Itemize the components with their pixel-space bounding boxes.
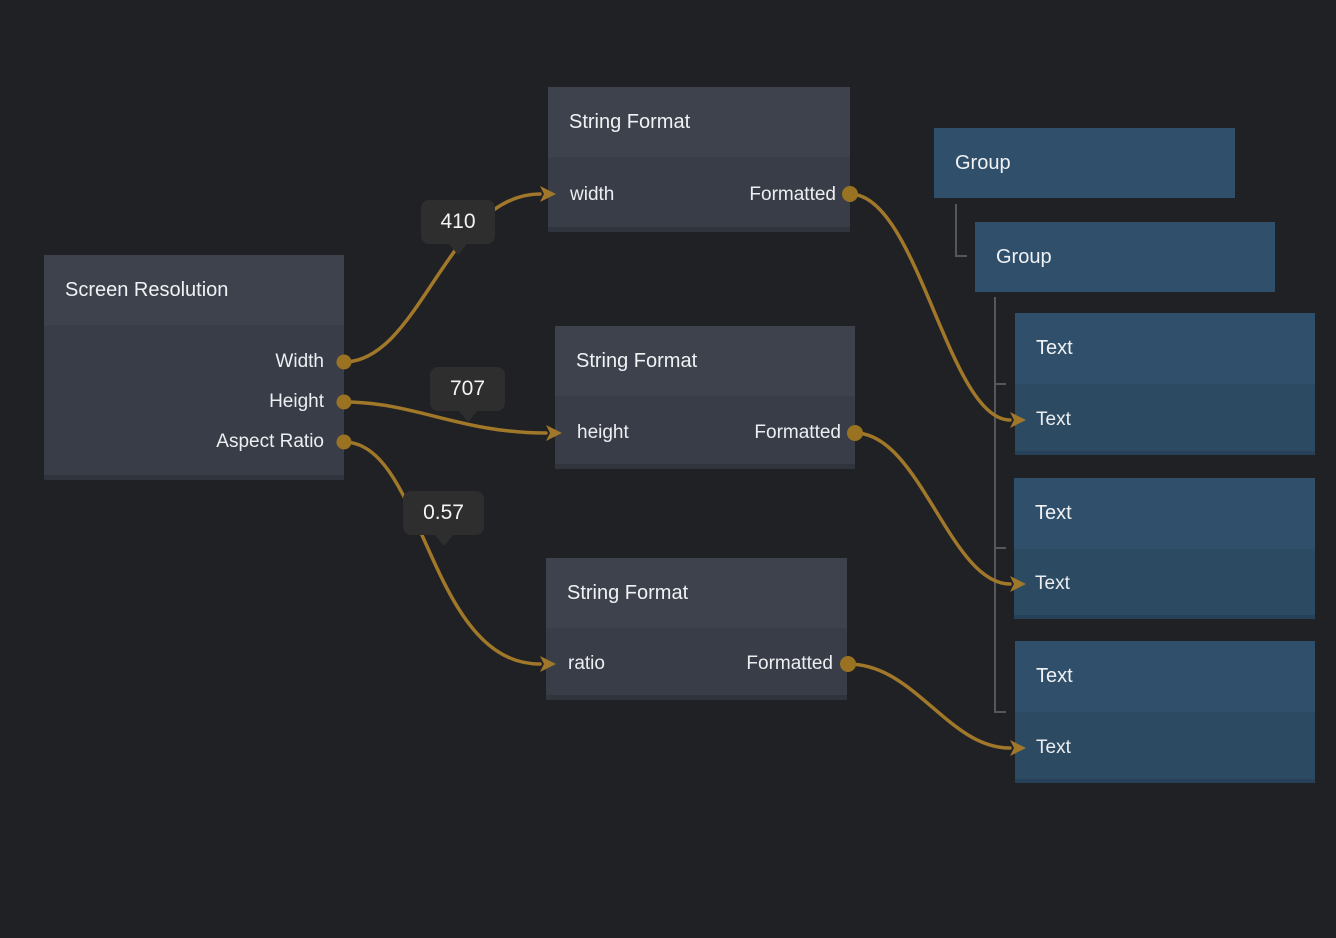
wire-ratio-to-format[interactable] (342, 440, 542, 666)
node-title: Text (1015, 641, 1315, 712)
input-label: Text (1035, 573, 1070, 594)
node-string-format-ratio[interactable]: String Format ratio Formatted (546, 558, 847, 700)
node-title: Text (1014, 478, 1315, 549)
node-title: Screen Resolution (44, 255, 344, 325)
node-text-width[interactable]: Text Text (1015, 313, 1315, 455)
node-title: Group (934, 128, 1235, 198)
node-group-inner[interactable]: Group (975, 222, 1275, 292)
node-body: Width Height Aspect Ratio (44, 325, 344, 480)
input-label: ratio (568, 653, 605, 674)
wire-format-to-text-3[interactable] (846, 662, 1012, 750)
output-label: Height (269, 391, 324, 412)
wire-value-badge-width: 410 (421, 200, 495, 255)
wire-format-to-text-2[interactable] (853, 431, 1012, 586)
output-label: Width (275, 351, 324, 372)
node-title: String Format (555, 326, 855, 396)
node-body: Text (1014, 549, 1315, 619)
wire-value-badge-ratio: 0.57 (403, 491, 484, 546)
output-label: Formatted (749, 183, 836, 205)
input-label: height (577, 421, 629, 443)
node-title: Group (975, 222, 1275, 292)
output-label: Aspect Ratio (216, 431, 324, 452)
output-row-height: Height (44, 382, 344, 422)
wire-value-badge-height: 707 (430, 367, 505, 422)
input-label: Text (1036, 736, 1071, 758)
node-body: Text (1015, 384, 1315, 455)
node-title: Text (1015, 313, 1315, 384)
node-screen-resolution[interactable]: Screen Resolution Width Height Aspect Ra… (44, 255, 344, 480)
node-group-outer[interactable]: Group (934, 128, 1235, 198)
output-label: Formatted (754, 421, 841, 443)
node-text-ratio[interactable]: Text Text (1015, 641, 1315, 783)
output-row-width: Width (44, 342, 344, 382)
input-label: width (570, 183, 615, 205)
node-body: ratio Formatted (546, 628, 847, 700)
output-label: Formatted (746, 653, 833, 674)
node-text-height[interactable]: Text Text (1014, 478, 1315, 619)
node-body: width Formatted (548, 157, 850, 232)
node-title: String Format (548, 87, 850, 157)
node-string-format-height[interactable]: String Format height Formatted (555, 326, 855, 469)
node-string-format-width[interactable]: String Format width Formatted (548, 87, 850, 232)
input-label: Text (1036, 408, 1071, 430)
node-body: Text (1015, 712, 1315, 783)
node-title: String Format (546, 558, 847, 628)
output-row-aspect-ratio: Aspect Ratio (44, 422, 344, 462)
tree-connector-inner-group (994, 297, 1006, 713)
tree-connector-outer-group (955, 204, 967, 257)
node-body: height Formatted (555, 396, 855, 469)
